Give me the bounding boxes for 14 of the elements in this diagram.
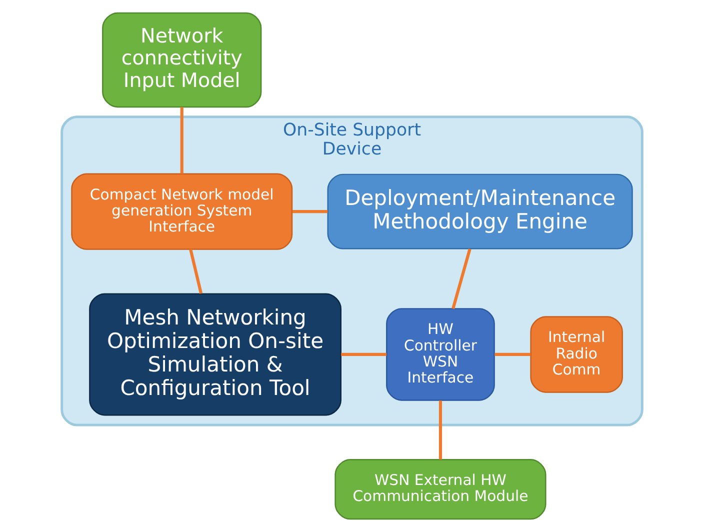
node-box: Mesh Networking Optimization On-site Simulation & Configuration Tool: [89, 293, 342, 416]
node-box: Deployment/Maintenance Methodology Engine: [327, 174, 633, 250]
node-box: Internal Radio Comm: [530, 316, 623, 393]
connector: [438, 400, 442, 460]
connector: [341, 352, 386, 356]
connector: [494, 352, 531, 356]
node-box: HW Controller WSN Interface: [386, 308, 495, 401]
connector: [292, 210, 328, 214]
connector: [189, 248, 203, 294]
node-box: Network connectivity Input Model: [102, 12, 262, 108]
connector: [452, 248, 472, 310]
node-box: Compact Network model generation System Interface: [71, 173, 293, 250]
node-box: WSN External HW Communication Module: [334, 459, 546, 520]
connector: [180, 107, 184, 174]
